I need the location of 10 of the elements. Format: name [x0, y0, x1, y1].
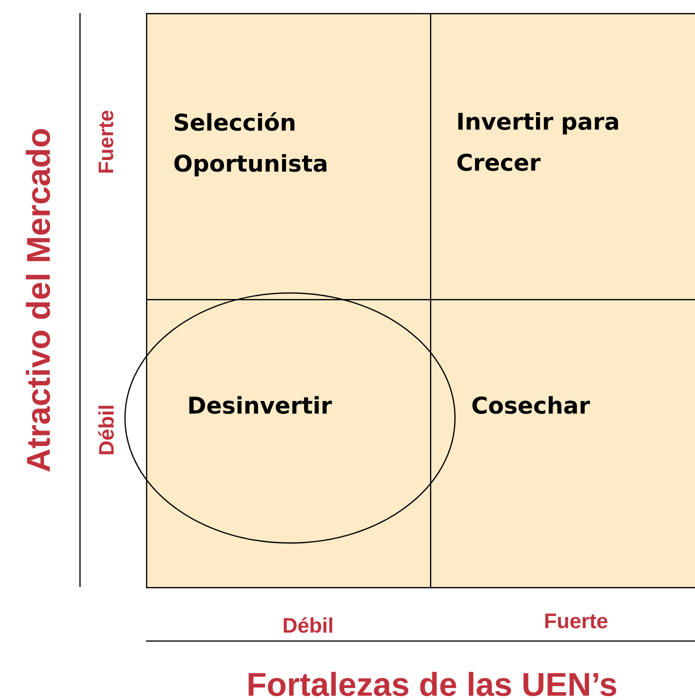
matrix-cell: Selección Oportunista	[146, 13, 432, 300]
matrix-cell: Desinvertir	[146, 299, 432, 588]
matrix-cell: Cosechar	[430, 299, 695, 588]
axis-level-label: Débil	[98, 406, 114, 454]
axis-level-label: Fuerte	[98, 110, 114, 173]
matrix-cell: Invertir para Crecer	[430, 13, 695, 300]
axis-title: Atractivo del Mercado	[26, 128, 50, 472]
axis-level-label: Fuerte	[545, 614, 608, 628]
axis-level-label: Débil	[284, 617, 332, 633]
axis-title: Fortalezas de las UEN’s	[248, 672, 616, 696]
